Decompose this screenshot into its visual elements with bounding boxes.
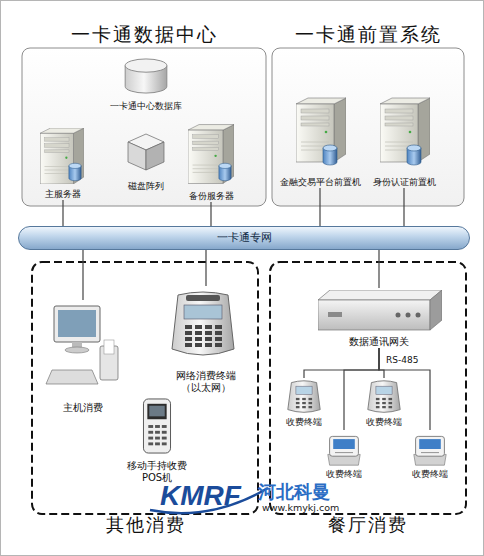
- gateway-icon: [318, 290, 442, 330]
- panel-frame: [272, 48, 464, 206]
- terminal-node: 收费终端: [278, 378, 330, 428]
- node-label: 一卡通专网: [19, 231, 469, 244]
- url-watermark: www.kmykj.com: [262, 503, 339, 514]
- keyboard: [46, 370, 98, 384]
- server-icon: [296, 98, 346, 162]
- gateway-node: 数据通讯网关: [312, 288, 446, 348]
- connector-group: [63, 188, 430, 430]
- handheld-pos-icon: [143, 399, 170, 453]
- node-label: 收费终端: [406, 469, 454, 480]
- node-label: 备份服务器: [178, 191, 244, 202]
- handheld-node: 移动手持收费 POS机: [122, 396, 192, 484]
- logo-watermark: KMRF: [160, 480, 241, 512]
- node-label: 数据通讯网关: [334, 336, 424, 348]
- connector-line: [379, 348, 384, 378]
- disk-array-node: 磁盘阵列: [112, 128, 180, 192]
- card: [104, 340, 114, 354]
- monitor-screen: [58, 310, 96, 337]
- node-label: 磁盘阵列: [116, 181, 176, 192]
- terminal-node: 收费终端: [318, 430, 370, 480]
- network-terminal-icon: [172, 292, 234, 355]
- server-node: 备份服务器: [176, 120, 246, 202]
- node-label: 主机消费: [53, 402, 113, 414]
- company-watermark: 河北科曼: [258, 482, 330, 503]
- connector-line: [62, 200, 63, 226]
- db-icon: [69, 163, 81, 181]
- node-label: 网络消费终端 （以太网）: [174, 370, 238, 394]
- db-icon: [323, 145, 337, 165]
- node-label: 一卡通中心数据库: [101, 101, 191, 112]
- terminal-node: 网络消费终端 （以太网）: [160, 286, 252, 394]
- connector-line: [205, 250, 206, 286]
- dashed-group-frame: [270, 262, 466, 514]
- connector-line: [319, 188, 320, 226]
- network-pipe: 一卡通专网: [18, 226, 470, 250]
- terminal-icon: [328, 436, 360, 465]
- node-label: 主服务器: [33, 189, 93, 200]
- node-label: 一卡通前置系统: [272, 20, 464, 48]
- node-label: 一卡通数据中心: [22, 20, 266, 48]
- monitor: [54, 306, 100, 342]
- node-label: 其他消费: [30, 514, 262, 536]
- database-node: 一卡通中心数据库: [96, 56, 196, 112]
- dashed-group-frame: [32, 262, 258, 514]
- front-system-group: 一卡通前置系统金融交易平台前置机身份认证前置机: [272, 20, 464, 208]
- connector-line: [210, 202, 211, 226]
- connector-line: [82, 250, 83, 300]
- node-label: 收费终端: [360, 417, 408, 428]
- terminal-icon: [414, 436, 446, 465]
- server-icon: [40, 128, 84, 184]
- node-label: 收费终端: [320, 469, 368, 480]
- db-icon: [219, 163, 231, 181]
- node-label: 身份认证前置机: [364, 177, 444, 188]
- bus-label: RS-485: [386, 355, 418, 365]
- data-center-group: 一卡通数据中心一卡通中心数据库主服务器 磁盘阵列备份服务器: [22, 20, 266, 208]
- connector-line: [304, 348, 379, 378]
- disk-array-icon: [128, 134, 164, 170]
- node-label: 金融交易平台前置机: [275, 177, 365, 188]
- server-icon: [188, 125, 234, 184]
- server-node: 身份认证前置机: [362, 92, 446, 188]
- db-icon: [407, 145, 421, 165]
- database-icon: [125, 59, 167, 93]
- node-label: 收费终端: [280, 417, 328, 428]
- pc-node: 主机消费: [46, 300, 120, 414]
- connector-line: [378, 250, 379, 288]
- panel-frame: [22, 48, 266, 206]
- connector-line: [403, 188, 404, 226]
- pc-icon: [46, 306, 118, 384]
- node-label: 餐厅消费: [268, 514, 468, 536]
- monitor-base: [65, 347, 89, 353]
- terminal-icon: [368, 381, 400, 413]
- terminal-icon: [288, 381, 320, 413]
- terminal-node: 收费终端: [404, 430, 456, 480]
- server-icon: [380, 98, 430, 162]
- server-node: 金融交易平台前置机: [277, 92, 363, 188]
- server-node: 主服务器: [32, 124, 94, 200]
- terminal-node: 收费终端: [358, 378, 410, 428]
